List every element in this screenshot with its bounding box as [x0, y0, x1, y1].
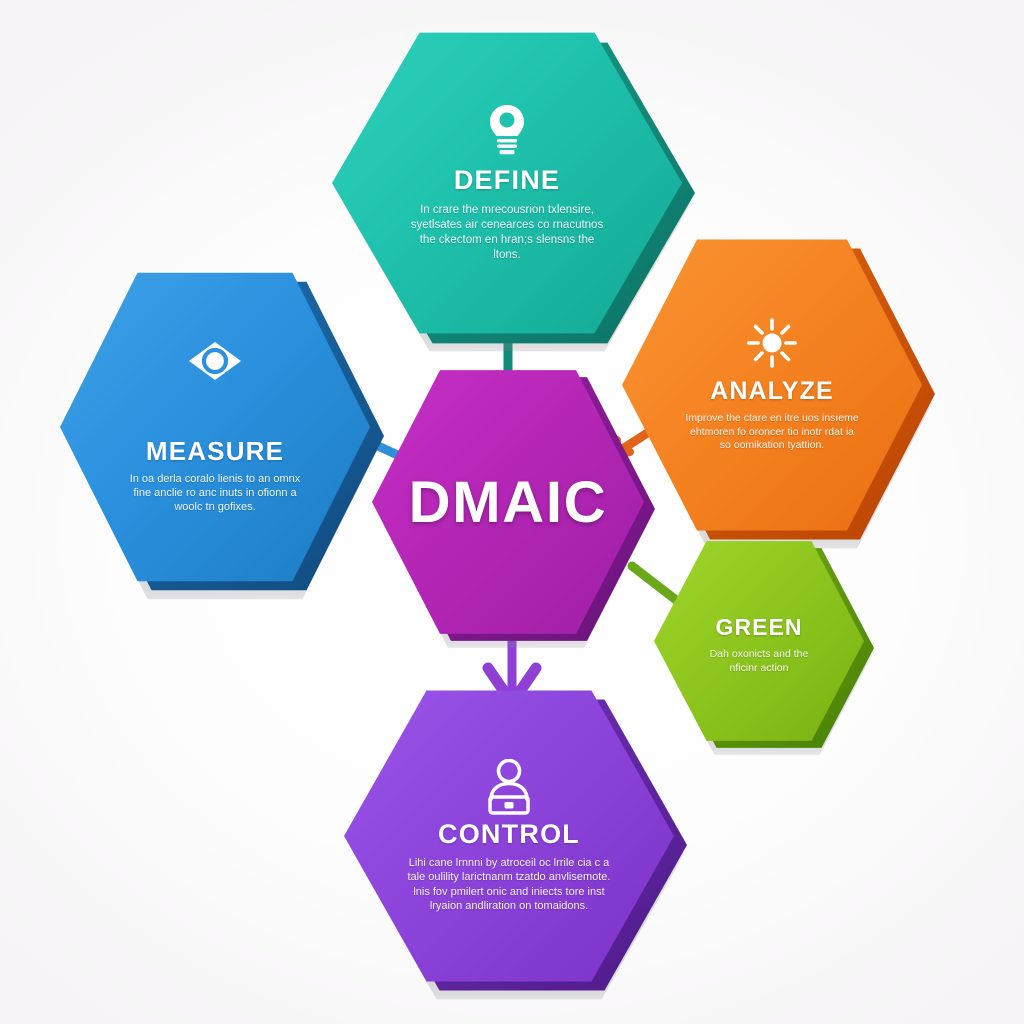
- center-hexagon[interactable]: DMAIC: [372, 366, 655, 648]
- diamond-eye-icon: [189, 341, 241, 380]
- green-title: GREEN: [715, 614, 803, 641]
- analyze-description: Improve the ctare en itre uos insıeme eh…: [685, 412, 859, 452]
- node-define[interactable]: DEFINE In crare the mrecousrion txlensir…: [332, 28, 695, 352]
- control-description: Lihi cane lrnnni by atroceil oc lrrile c…: [407, 856, 611, 912]
- green-description: Dah oxonicts and the nficinr action: [709, 648, 809, 674]
- analyze-title: ANALYZE: [710, 377, 834, 406]
- node-green[interactable]: GREEN Dah oxonicts and the nficinr actio…: [654, 538, 874, 755]
- lightbulb-icon: [490, 105, 524, 155]
- node-control[interactable]: CONTROL Lihi cane lrnnni by atroceil oc …: [344, 686, 687, 1000]
- control-face[interactable]: CONTROL Lihi cane lrnnni by atroceil oc …: [344, 690, 674, 982]
- define-description: In crare the mrecousrion txlensire, syet…: [410, 204, 604, 261]
- control-title: CONTROL: [438, 818, 580, 849]
- define-title: DEFINE: [453, 165, 561, 196]
- node-analyze[interactable]: ANALYZE Improve the ctare en itre uos in…: [622, 235, 935, 549]
- node-measure[interactable]: MEASURE In oa derla coralo lienis to an …: [60, 268, 384, 600]
- sun-icon: [747, 318, 797, 368]
- person-podium-icon: [488, 758, 530, 815]
- measure-title: MEASURE: [145, 435, 285, 466]
- center-title: DMAIC: [408, 469, 608, 535]
- analyze-face[interactable]: ANALYZE Improve the ctare en itre uos in…: [622, 239, 922, 531]
- center-face[interactable]: DMAIC: [372, 370, 644, 634]
- measure-description: In oa derla coralo lienis to an omnx fin…: [129, 472, 301, 514]
